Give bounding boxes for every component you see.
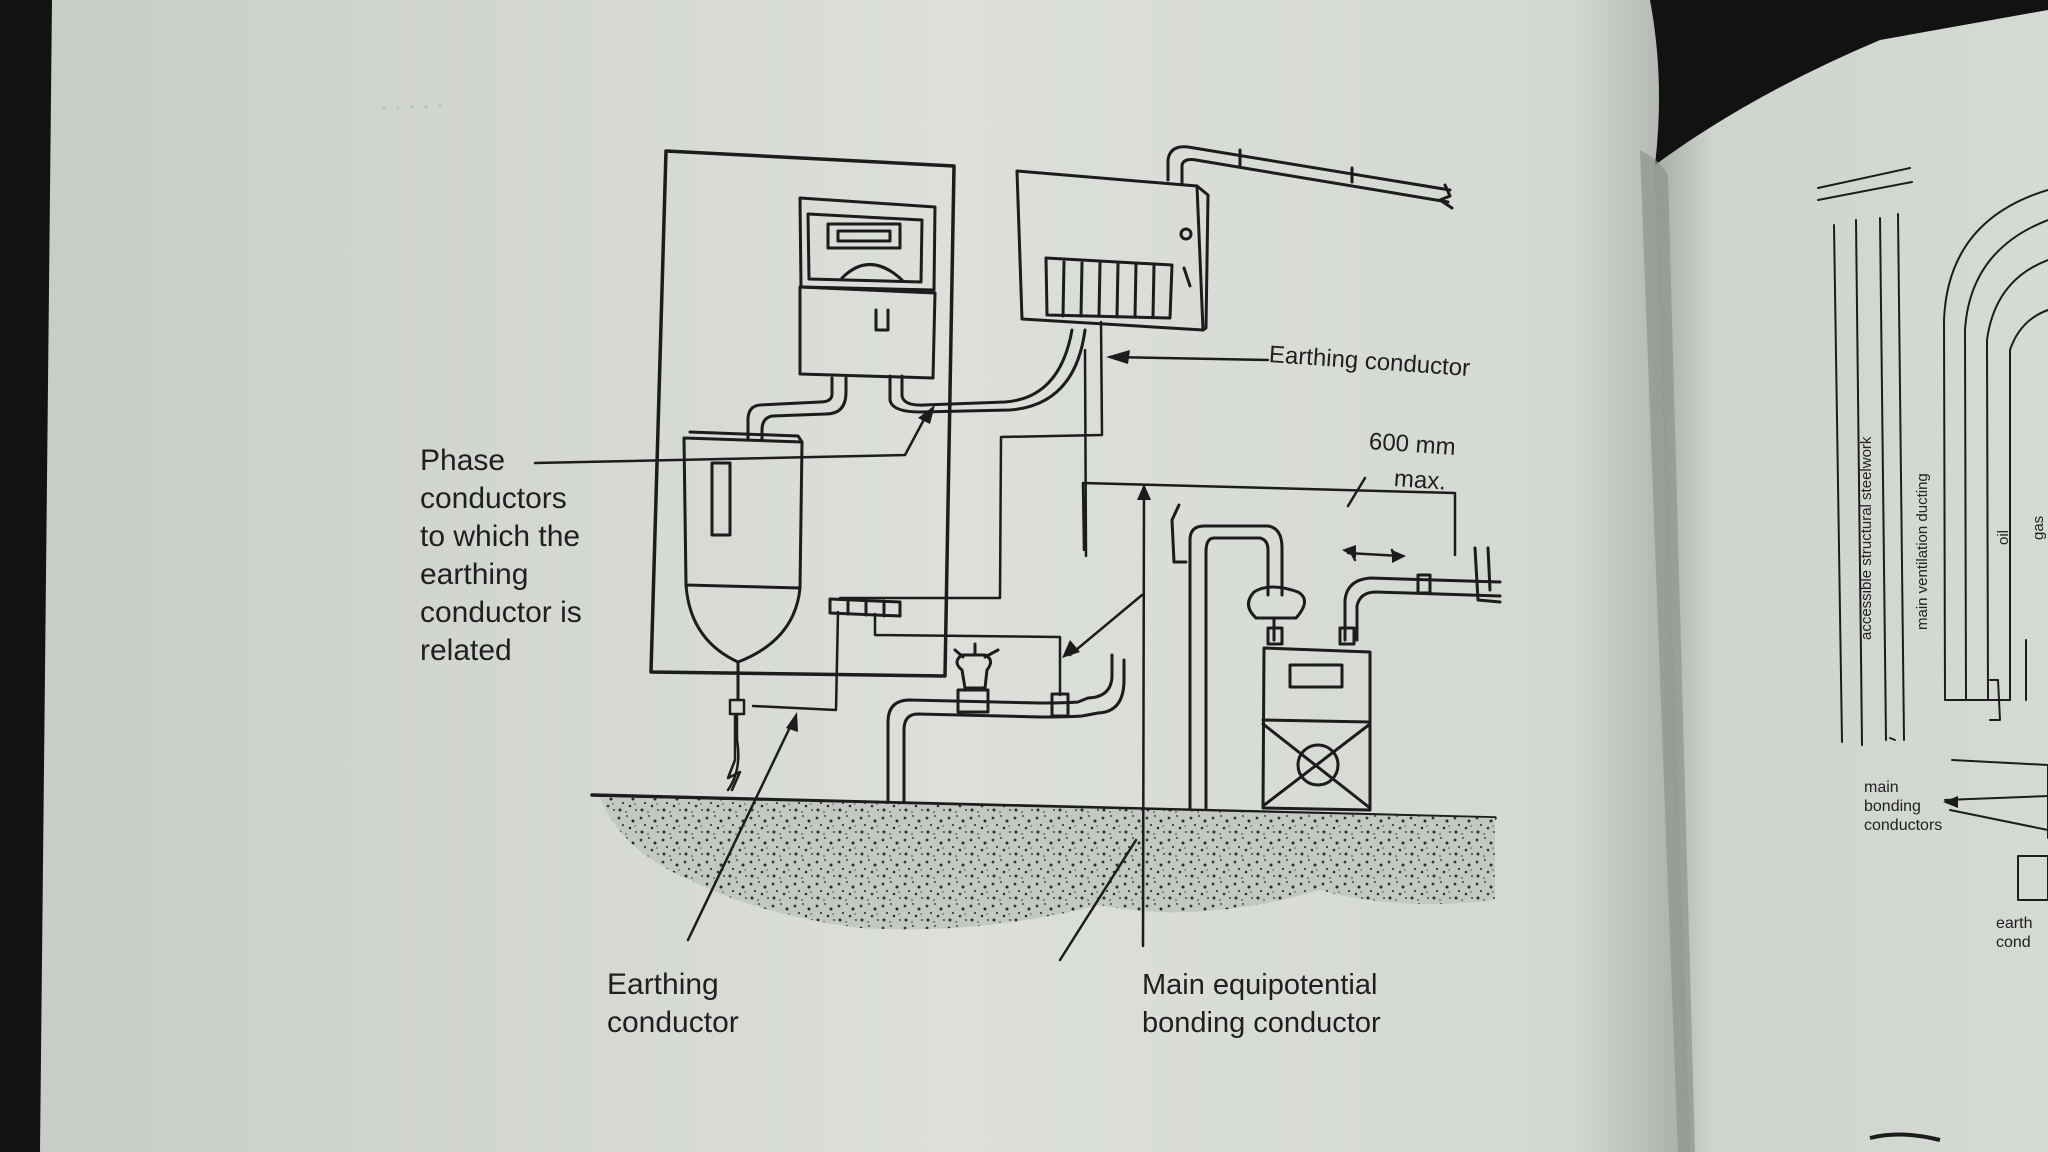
water-pipe — [886, 642, 1126, 907]
consumer-cable — [888, 328, 1087, 414]
meter-board — [649, 149, 956, 678]
distance-value-label: 600 mm — [1368, 428, 1457, 461]
right-page — [1655, 10, 2048, 1152]
phase-conductors-label: Phase conductors to which the earthing c… — [420, 444, 582, 667]
main-bonding-conductors-label: main bonding conductors — [1864, 779, 1943, 834]
distance-qualifier-label: max. — [1393, 465, 1447, 496]
earth-conductor-partial-label: earth cond — [1996, 915, 2033, 951]
main-bonding-conductor-label: Main equipotential bonding conductor — [1142, 969, 1381, 1039]
oil-label: oil — [1995, 529, 2012, 545]
electricity-meter — [798, 196, 937, 380]
water-bonding-wire — [873, 612, 1062, 697]
leader-lines — [533, 355, 1402, 962]
spine-shadow — [1640, 150, 1695, 1152]
arrowheads — [786, 350, 1406, 732]
ground-line — [590, 793, 1497, 820]
gas-installation — [1170, 503, 1502, 900]
earthing-conductor-wire — [838, 320, 1104, 600]
gas-label: gas — [2030, 515, 2047, 540]
earth-electrode — [726, 698, 746, 792]
meter-tails — [746, 376, 848, 442]
ventilation-ducting-label: main ventilation ducting — [1914, 473, 1931, 630]
service-cutout — [682, 430, 804, 702]
gas-bonding-wire — [1081, 481, 1457, 557]
ground-soil — [600, 797, 1495, 930]
consumer-unit — [1015, 145, 1454, 332]
left-page — [40, 0, 1690, 1152]
right-page-diagram — [1817, 167, 2048, 901]
earthing-conductor-line — [751, 348, 1088, 712]
main-earthing-terminal — [828, 597, 902, 618]
earthing-conductor-bottom-label: Earthing conductor — [607, 968, 739, 1039]
show-through-text: · · · · · — [379, 93, 445, 123]
structural-steelwork-label: accessible structural steelwork — [1858, 436, 1875, 640]
